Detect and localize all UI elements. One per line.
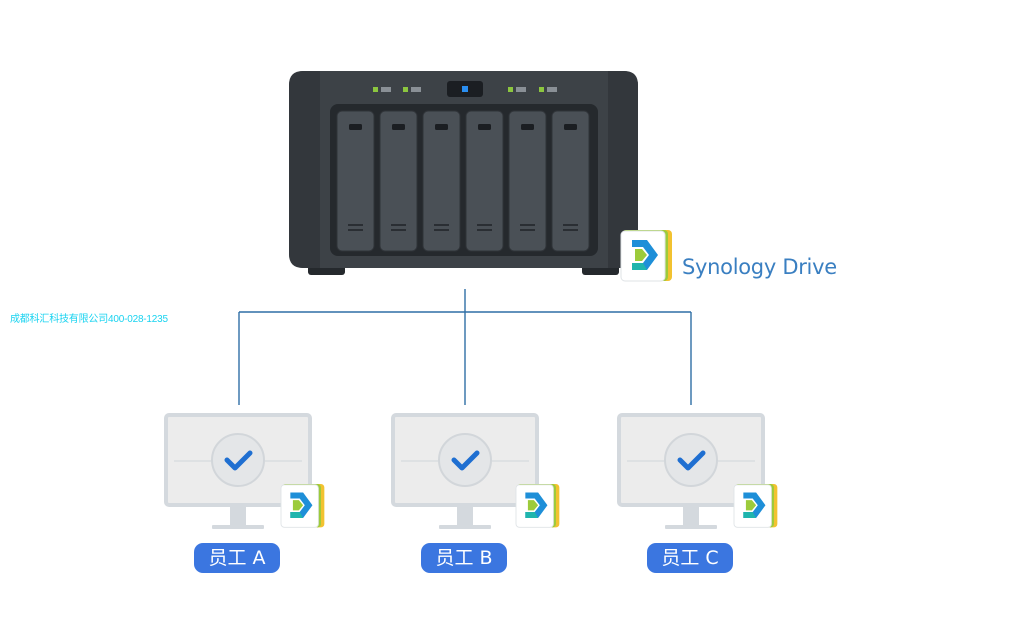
drive-bay (379, 110, 418, 252)
check-icon (224, 450, 253, 471)
drive-bay (508, 110, 547, 252)
check-icon (677, 450, 706, 471)
employee-b-label: 员工 B (421, 543, 507, 573)
employee-c-label: 员工 C (647, 543, 733, 573)
drive-bay (465, 110, 504, 252)
connector-lines (238, 289, 692, 405)
drive-bay (336, 110, 375, 252)
drive-bay (422, 110, 461, 252)
employee-a-label: 员工 A (194, 543, 280, 573)
synology-drive-icon (515, 483, 560, 528)
synology-drive-icon (620, 229, 673, 282)
watermark-text: 成都科汇科技有限公司400-028-1235 (10, 314, 168, 325)
computer-employee-c (617, 413, 778, 531)
computer-employee-b (391, 413, 560, 531)
drive-bay (551, 110, 590, 252)
synology-drive-icon (280, 483, 325, 528)
product-name: Synology Drive (682, 255, 837, 279)
computer-employee-a (164, 413, 325, 531)
synology-drive-icon (733, 483, 778, 528)
check-icon (451, 450, 480, 471)
